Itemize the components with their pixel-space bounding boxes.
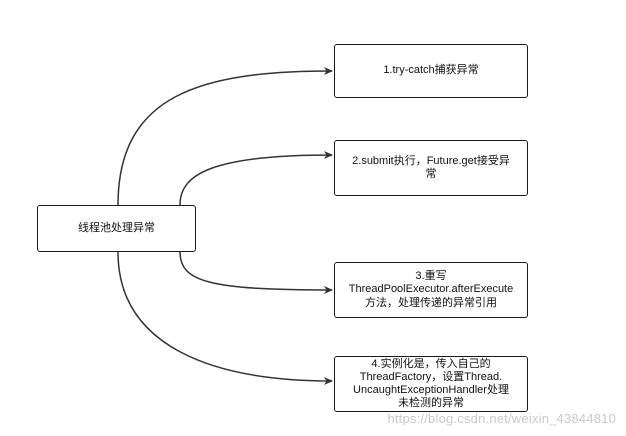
branch-node-label: 3.重写 ThreadPoolExecutor.afterExecute 方法，…: [348, 270, 514, 309]
connector-4: [117, 251, 333, 385]
connector-2: [179, 151, 333, 206]
root-node: 线程池处理异常: [37, 205, 196, 252]
connector-1: [117, 67, 333, 206]
connector-3: [179, 251, 333, 294]
root-node-label: 线程池处理异常: [78, 221, 155, 234]
branch-node-thread-factory: 4.实例化是，传入自己的 ThreadFactory，设置Thread. Unc…: [334, 356, 528, 412]
branch-node-after-execute: 3.重写 ThreadPoolExecutor.afterExecute 方法，…: [334, 262, 528, 318]
branch-node-try-catch: 1.try-catch捕获异常: [334, 44, 528, 98]
branch-node-label: 4.实例化是，传入自己的 ThreadFactory，设置Thread. Unc…: [353, 357, 509, 410]
watermark-text: https://blog.csdn.net/weixin_43844810: [387, 411, 616, 426]
branch-node-label: 1.try-catch捕获异常: [383, 64, 479, 77]
branch-node-submit-future: 2.submit执行，Future.get接受异 常: [334, 140, 528, 196]
branch-node-label: 2.submit执行，Future.get接受异 常: [352, 154, 510, 180]
